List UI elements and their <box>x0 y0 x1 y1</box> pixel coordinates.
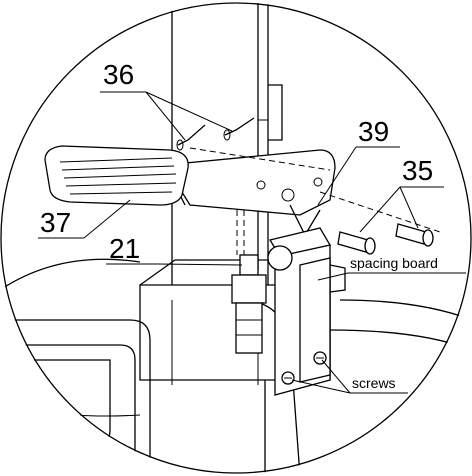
callout-39-label: 39 <box>358 116 389 147</box>
vertical-column <box>171 2 283 300</box>
pedal-pad <box>44 145 189 206</box>
callout-35: 35 <box>359 155 444 233</box>
pins-36 <box>176 117 331 171</box>
bracket-housing <box>267 227 346 396</box>
callout-36: 36 <box>100 59 233 141</box>
callout-39: 39 <box>317 116 400 206</box>
callout-21: 21 <box>106 233 243 266</box>
pins-35 <box>319 191 441 255</box>
callout-screws: screws <box>291 359 408 394</box>
callout-35-label: 35 <box>402 155 433 186</box>
callout-36-label: 36 <box>103 59 134 90</box>
pedal-arm <box>163 149 336 237</box>
spacing-board-label: spacing board <box>350 255 438 271</box>
callout-37: 37 <box>38 199 131 239</box>
cylinder-21 <box>231 210 267 354</box>
callout-37-label: 37 <box>40 207 71 238</box>
screws-label: screws <box>352 375 396 391</box>
callout-spacing-board: spacing board <box>317 255 466 281</box>
callout-21-label: 21 <box>109 233 140 264</box>
